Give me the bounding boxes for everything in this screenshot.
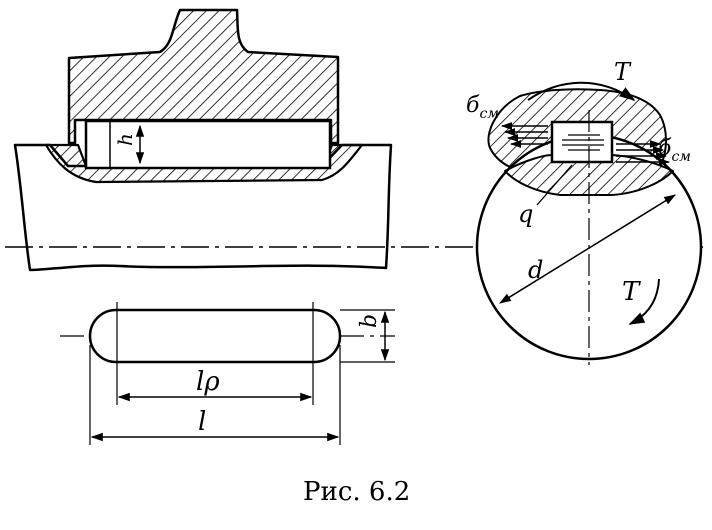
figure-caption: Рис. 6.2	[303, 477, 410, 507]
key-top	[88, 308, 342, 364]
label-sigma-right: бсм	[658, 136, 691, 165]
label-h: h	[113, 133, 137, 146]
label-sigma-left: бсм	[466, 93, 499, 122]
cross-section: d q бсм бсм T T	[466, 58, 703, 365]
torque-arrow-top	[527, 81, 636, 101]
label-t-shaft: T	[622, 277, 641, 307]
key-plan-view: lρ l b	[60, 302, 395, 445]
d-dim-arrow	[498, 194, 677, 304]
key-cross-section	[550, 120, 614, 164]
label-l: l	[198, 407, 206, 437]
label-lp: lρ	[196, 367, 220, 397]
label-b: b	[357, 314, 382, 328]
key-side	[84, 119, 332, 170]
side-view: h	[13, 8, 393, 272]
label-t-top: T	[614, 58, 632, 86]
label-q: q	[518, 200, 533, 228]
keyway-seat	[44, 143, 364, 184]
label-d: d	[528, 256, 543, 284]
torque-arrow-shaft	[628, 278, 660, 325]
